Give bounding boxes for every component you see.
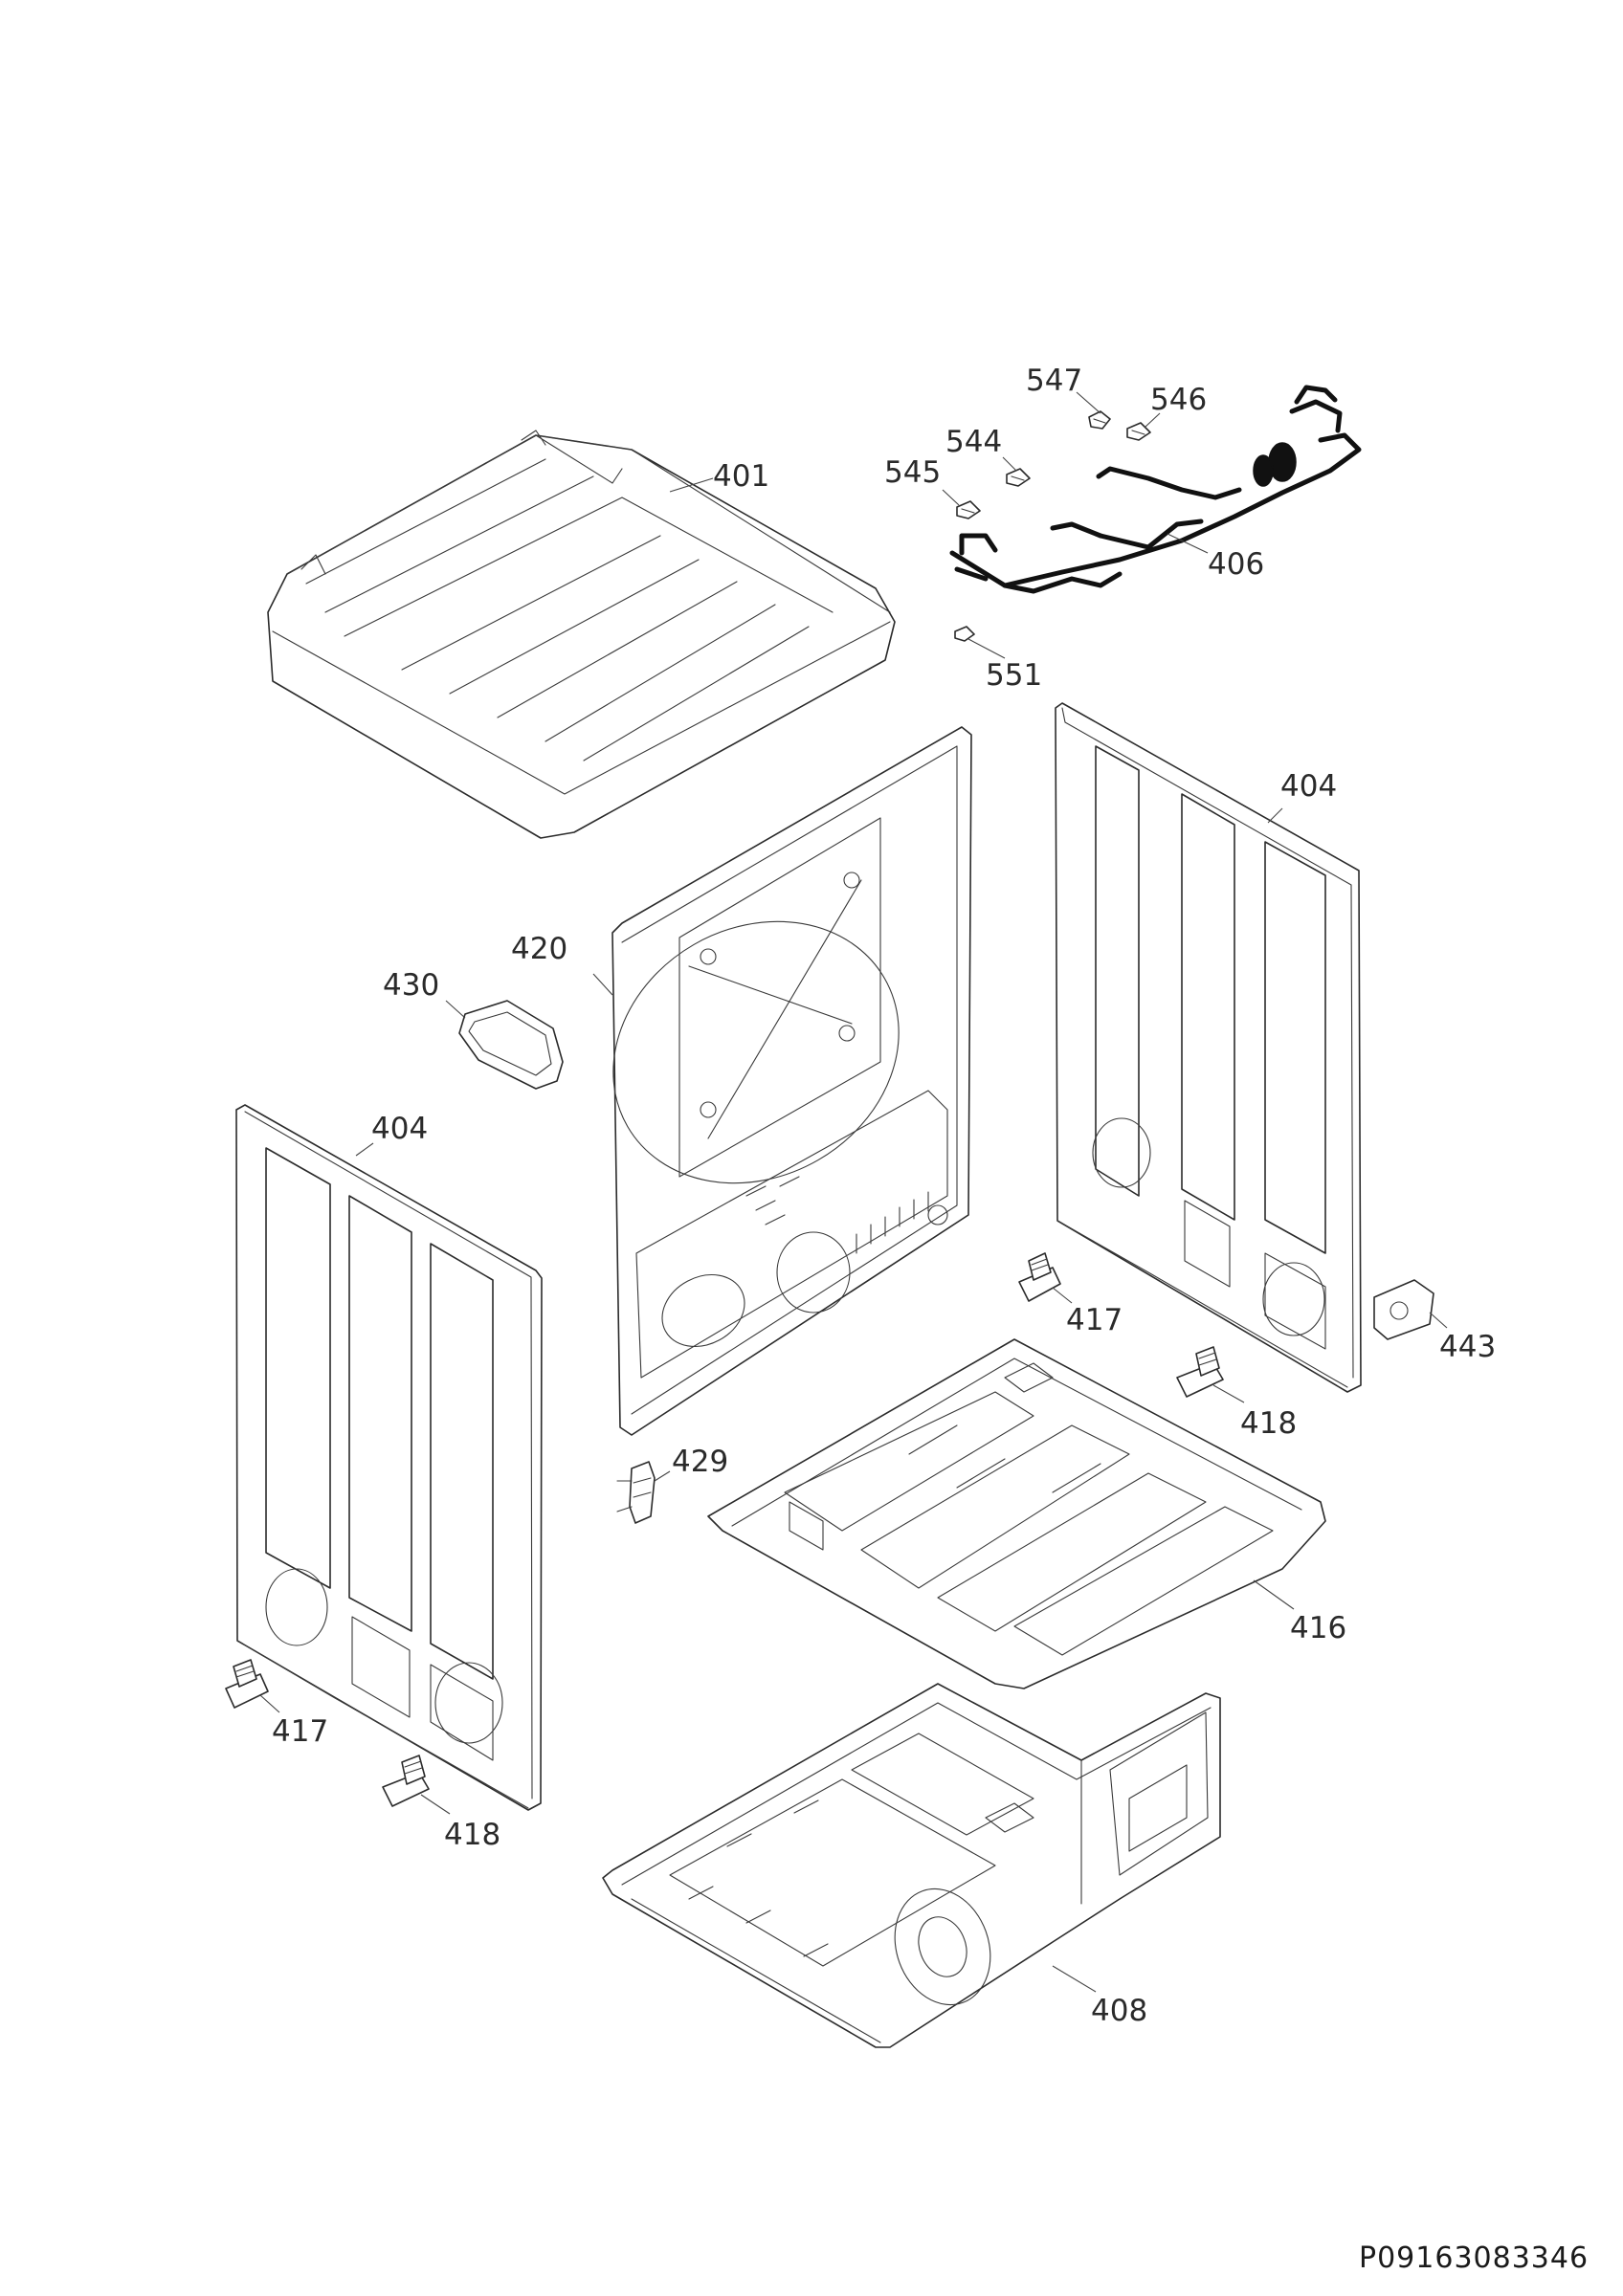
leader-547 <box>1076 391 1101 414</box>
callout-547: 547 <box>1026 364 1082 398</box>
callout-416: 416 <box>1290 1611 1346 1645</box>
base-frame-408 <box>602 1683 1221 2048</box>
leader-544 <box>1002 456 1017 472</box>
leader-443 <box>1429 1312 1448 1329</box>
callout-406: 406 <box>1208 547 1264 582</box>
base-tray-416 <box>707 1338 1326 1689</box>
callout-443: 443 <box>1439 1330 1496 1364</box>
clip-544 <box>1006 468 1031 487</box>
leader-404-right <box>1267 807 1283 824</box>
document-reference: P09163083346 <box>1359 2241 1589 2275</box>
clip-545 <box>956 500 981 519</box>
leader-420 <box>592 973 613 996</box>
gasket-430 <box>458 1000 564 1090</box>
leader-404-left <box>355 1142 374 1157</box>
leader-551 <box>967 638 1006 659</box>
side-panel-404-right <box>1055 702 1362 1393</box>
leader-401 <box>669 477 714 493</box>
leader-406 <box>1167 533 1209 554</box>
callout-544: 544 <box>945 425 1002 459</box>
callout-401: 401 <box>713 459 769 494</box>
leader-418-left <box>420 1794 451 1815</box>
callout-418-center: 418 <box>1240 1406 1297 1441</box>
clip-551 <box>954 626 975 642</box>
wiring-harness-406 <box>949 385 1362 594</box>
callout-551: 551 <box>986 658 1042 693</box>
leader-417-left <box>259 1694 280 1713</box>
plate-443 <box>1373 1279 1434 1340</box>
leader-416 <box>1253 1579 1295 1610</box>
leader-429 <box>654 1470 671 1482</box>
rear-panel-420 <box>611 726 972 1436</box>
foot-417-left <box>225 1659 269 1709</box>
clip-546 <box>1126 422 1151 441</box>
callout-404-right: 404 <box>1280 769 1337 804</box>
callout-420: 420 <box>511 932 567 966</box>
leader-430 <box>445 1000 466 1019</box>
clip-547 <box>1088 410 1111 430</box>
leader-408 <box>1052 1965 1097 1993</box>
side-panel-404-left <box>235 1104 543 1811</box>
callout-408: 408 <box>1091 1994 1147 2028</box>
bracket-429 <box>616 1461 656 1524</box>
leader-546 <box>1145 412 1161 428</box>
callout-418-left: 418 <box>444 1818 500 1852</box>
callout-417-left: 417 <box>272 1714 328 1749</box>
foot-418-left <box>382 1755 430 1807</box>
top-cover-401 <box>267 430 896 839</box>
callout-545: 545 <box>884 455 941 490</box>
leader-418-center <box>1212 1384 1245 1403</box>
leader-417-center <box>1052 1287 1073 1304</box>
callout-404-left: 404 <box>371 1112 428 1146</box>
callout-417-center: 417 <box>1066 1303 1123 1337</box>
callout-430: 430 <box>383 968 439 1003</box>
foot-418-center <box>1176 1346 1224 1398</box>
foot-417-center <box>1018 1252 1061 1302</box>
callout-546: 546 <box>1150 383 1207 417</box>
callout-429: 429 <box>672 1445 728 1479</box>
leader-545 <box>942 489 960 506</box>
